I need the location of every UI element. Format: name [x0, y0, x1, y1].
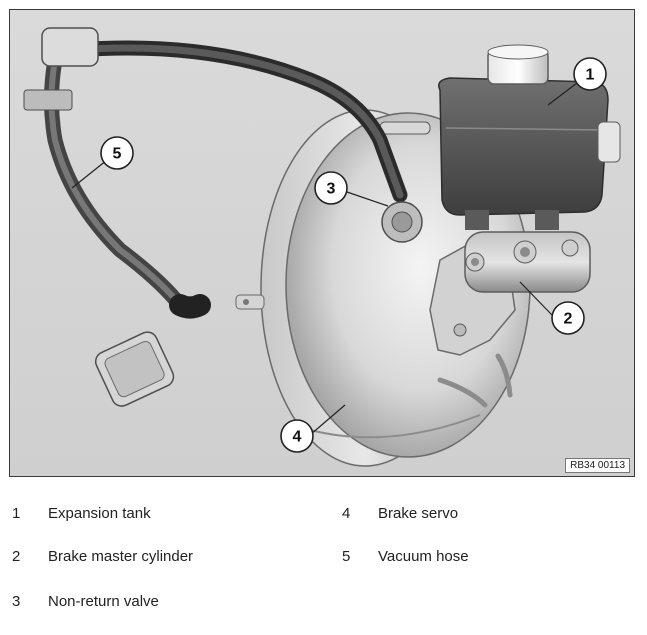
- expansion-tank-shape: [379, 44, 621, 230]
- callout-5: 5: [100, 136, 134, 170]
- legend-number: 4: [342, 505, 351, 522]
- legend-label: Vacuum hose: [378, 548, 469, 565]
- svg-text:4: 4: [293, 429, 302, 446]
- legend-label: Brake master cylinder: [48, 548, 194, 565]
- svg-text:3: 3: [327, 181, 336, 198]
- figure-reference-label: RB34 00113: [565, 458, 630, 473]
- legend-label: Brake servo: [378, 505, 459, 522]
- svg-text:2: 2: [564, 311, 573, 328]
- callout-1: 1: [573, 57, 607, 91]
- vacuum-hose-shape: [23, 27, 408, 407]
- brake-system-figure: 1 2 3 4 5 RB34 00113: [9, 9, 635, 477]
- legend-number: 2: [12, 548, 21, 565]
- non-return-valve-shape: [381, 201, 423, 243]
- callout-leaders: [71, 82, 578, 436]
- callout-3: 3: [314, 171, 348, 205]
- legend-label: Expansion tank: [48, 505, 151, 522]
- legend-number: 3: [12, 593, 21, 610]
- master-cylinder-shape: [429, 231, 591, 356]
- legend-label: Non-return valve: [48, 593, 159, 610]
- svg-text:1: 1: [586, 67, 595, 84]
- callout-4: 4: [280, 419, 314, 453]
- legend-number: 5: [342, 548, 351, 565]
- legend-number: 1: [12, 505, 21, 522]
- brake-illustration: 1 2 3 4 5: [23, 27, 621, 467]
- svg-text:5: 5: [113, 146, 122, 163]
- callout-2: 2: [551, 301, 585, 335]
